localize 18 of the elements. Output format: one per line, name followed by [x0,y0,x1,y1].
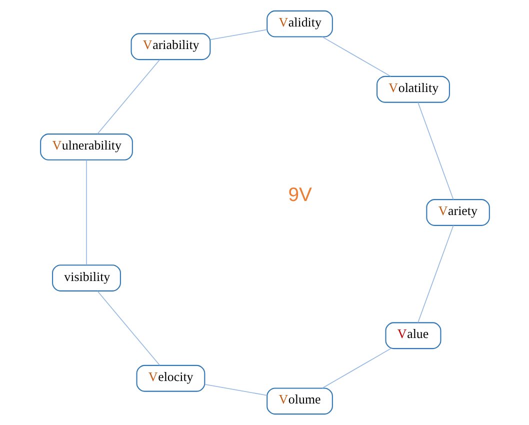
connector [321,36,391,77]
connector [96,290,160,366]
connector [204,384,267,396]
node-box: Variety [426,199,490,226]
node-box: Value [384,322,441,350]
connector [209,29,267,40]
node-box: Velocity [136,364,205,392]
connector [417,225,454,324]
label: 9V [288,184,312,206]
node-box: Variability [130,33,210,60]
node-box: Volume [266,388,332,415]
connector [321,348,391,388]
connector [417,102,454,200]
node-box: Volatility [376,76,450,103]
node-box: visibility [52,264,120,292]
node-box: Validity [266,10,332,38]
node-box: Vulnerability [40,134,132,160]
connector [96,59,160,134]
